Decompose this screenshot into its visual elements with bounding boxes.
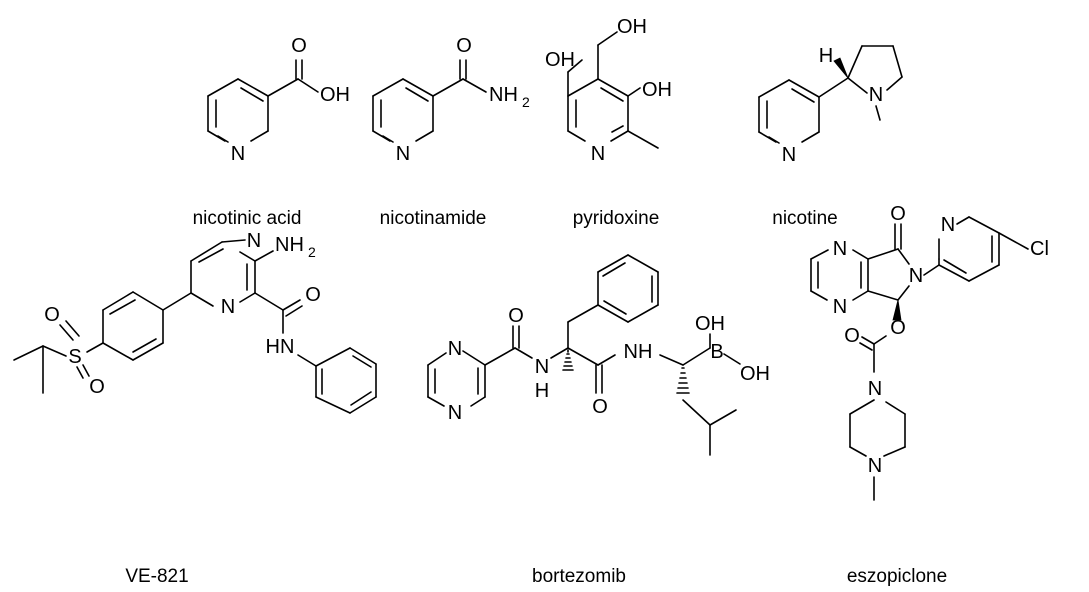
atom-label: O xyxy=(456,35,472,57)
atom-label: O xyxy=(890,203,906,225)
bonds-bortezomib xyxy=(427,254,741,456)
atom-label: OH xyxy=(545,49,575,71)
structure-nicotine: H N N xyxy=(758,45,903,166)
atom-label: N xyxy=(869,84,883,106)
atom-label: O xyxy=(44,304,60,326)
compound-name: nicotinamide xyxy=(380,208,487,229)
atom-label: HN xyxy=(266,336,295,358)
compound-name: nicotinic acid xyxy=(193,208,302,229)
atom-label: N xyxy=(833,296,847,318)
atom-label: B xyxy=(710,341,723,363)
atom-label: O xyxy=(305,284,321,306)
compound-name: bortezomib xyxy=(532,566,626,587)
atom-label: O xyxy=(508,305,524,327)
bonds-nicotinic-acid xyxy=(207,59,319,143)
atom-label: H xyxy=(819,45,833,67)
atom-subscript: 2 xyxy=(308,244,316,260)
atom-label: NH xyxy=(624,341,653,363)
stereo-wedge xyxy=(892,299,902,321)
atom-label: N xyxy=(909,265,923,287)
atom-label: OH xyxy=(740,363,770,385)
atom-label: N xyxy=(535,356,549,378)
atom-label: N xyxy=(782,144,796,166)
compound-name: pyridoxine xyxy=(573,208,660,229)
stereo-hash xyxy=(562,349,690,394)
atom-label: N xyxy=(221,296,235,318)
bonds-nicotinamide xyxy=(372,59,487,143)
atom-label: NH xyxy=(275,234,304,256)
atom-label: N xyxy=(448,402,462,424)
bonds-pyridoxine xyxy=(567,31,659,149)
bonds-ve-821 xyxy=(13,239,377,414)
atom-label: N xyxy=(231,143,245,165)
atom-label: N xyxy=(396,143,410,165)
atom-label: N xyxy=(448,338,462,360)
atom-label: OH xyxy=(695,313,725,335)
atom-label: N xyxy=(868,378,882,400)
atom-subscript: 2 xyxy=(522,94,530,110)
bonds-eszopiclone xyxy=(810,216,1029,501)
compound-name: nicotine xyxy=(772,208,838,229)
structure-nicotinamide: O NH 2 N xyxy=(372,35,530,165)
atom-label: H xyxy=(535,380,549,402)
atom-label: OH xyxy=(617,16,647,38)
structure-ve-821: N NH 2 N O HN S O O xyxy=(13,230,377,414)
atom-label: N xyxy=(868,455,882,477)
structure-nicotinic-acid: O OH N xyxy=(207,35,350,165)
atom-label: O xyxy=(291,35,307,57)
atom-label: NH xyxy=(489,84,518,106)
structure-bortezomib: N N O N H O NH B OH OH xyxy=(427,254,770,456)
compound-name: VE-821 xyxy=(125,566,188,587)
atom-label: O xyxy=(592,396,608,418)
structure-eszopiclone: O N N N N Cl O O N N xyxy=(810,203,1049,501)
atom-label: N xyxy=(591,143,605,165)
atom-label: O xyxy=(890,317,906,339)
structure-pyridoxine: OH OH OH N xyxy=(545,16,672,165)
atom-label: N xyxy=(833,238,847,260)
atom-label: N xyxy=(247,230,261,252)
bonds-nicotine xyxy=(758,45,903,144)
stereo-wedge xyxy=(833,57,849,79)
atom-label: O xyxy=(844,325,860,347)
atom-label: S xyxy=(68,346,81,368)
atom-label: OH xyxy=(642,79,672,101)
atom-label: Cl xyxy=(1030,238,1049,260)
compound-name: eszopiclone xyxy=(847,566,947,587)
atom-label: OH xyxy=(320,84,350,106)
atom-label: N xyxy=(941,214,955,236)
atom-label: O xyxy=(89,376,105,398)
